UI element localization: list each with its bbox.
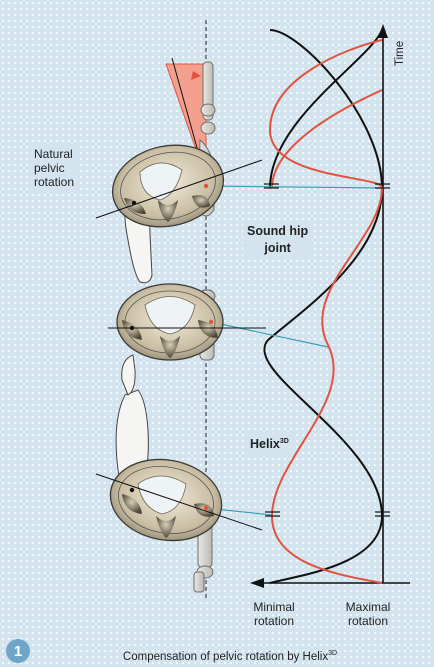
helix-label-sup: 3D <box>280 438 289 445</box>
helix-label: Helix3D <box>246 430 293 456</box>
helix-curve <box>270 40 382 583</box>
sound-hip-joint-label: Sound hip joint <box>243 220 312 260</box>
maximal-rotation-label: Maximal rotation <box>336 600 400 628</box>
arrow-left-icon <box>250 578 264 588</box>
figure-caption-sup: 3D <box>328 650 337 657</box>
figure-caption-text: Compensation of pelvic rotation by Helix <box>123 651 328 663</box>
helix-label-text: Helix <box>250 437 280 451</box>
pelvis-middle <box>108 284 266 360</box>
figure-caption: Compensation of pelvic rotation by Helix… <box>40 650 420 663</box>
natural-pelvic-rotation-label: Natural pelvic rotation <box>30 144 78 192</box>
time-axis-label: Time <box>394 41 406 66</box>
sound-hip-curve-upper <box>270 30 382 188</box>
minimal-rotation-label: Minimal rotation <box>244 600 304 628</box>
figure-number-badge: 1 <box>6 639 30 663</box>
